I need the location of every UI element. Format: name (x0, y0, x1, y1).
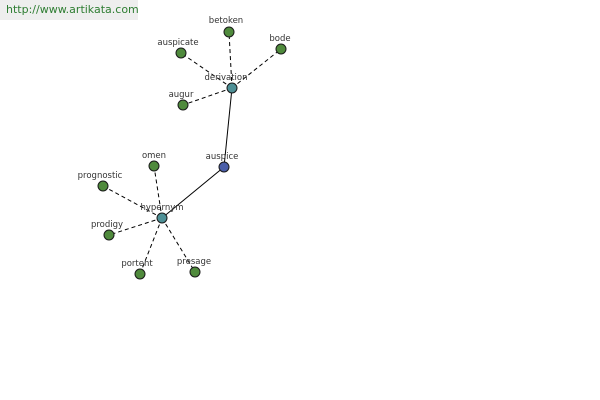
node-label-presage[interactable]: presage (177, 257, 211, 267)
node-label-betoken[interactable]: betoken (209, 16, 243, 26)
node-label-prodigy[interactable]: prodigy (91, 220, 123, 230)
node-marker-bode[interactable] (275, 43, 287, 55)
node-marker-auspicate[interactable] (175, 47, 187, 59)
edge-derivation-auspicate (180, 52, 233, 89)
edge-hypernym-omen (153, 165, 163, 219)
edge-derivation-betoken (228, 31, 233, 89)
node-marker-auspice[interactable] (218, 161, 230, 173)
node-marker-prognostic[interactable] (97, 180, 109, 192)
node-marker-prodigy[interactable] (103, 229, 115, 241)
node-marker-portent[interactable] (134, 268, 146, 280)
edge-hypernym-portent (139, 217, 163, 275)
node-label-bode[interactable]: bode (269, 34, 290, 44)
node-derivation[interactable]: derivation (204, 73, 248, 94)
node-prognostic[interactable]: prognostic (78, 171, 123, 192)
node-prodigy[interactable]: prodigy (91, 220, 123, 241)
node-omen[interactable]: omen (142, 151, 166, 172)
edge-derivation-augur (182, 87, 233, 106)
node-marker-augur[interactable] (177, 99, 189, 111)
edge-hypernym-prodigy (108, 217, 163, 236)
edge-auspice-derivation (223, 87, 233, 168)
node-betoken[interactable]: betoken (209, 16, 243, 38)
edge-derivation-bode (231, 48, 282, 89)
nodes-layer: auspice derivation hypernym betoken bode ausp… (78, 16, 291, 280)
node-bode[interactable]: bode (269, 34, 291, 55)
node-portent[interactable]: portent (121, 259, 153, 280)
node-augur[interactable]: augur (169, 90, 194, 111)
node-marker-omen[interactable] (148, 160, 160, 172)
node-label-derivation[interactable]: derivation (204, 73, 247, 83)
node-label-augur[interactable]: augur (169, 90, 194, 100)
edge-auspice-hypernym (161, 166, 225, 219)
watermark-url[interactable]: http://www.artikata.com (0, 0, 139, 20)
node-label-prognostic[interactable]: prognostic (78, 171, 123, 181)
node-marker-presage[interactable] (189, 266, 201, 278)
edge-hypernym-prognostic (102, 185, 163, 219)
node-label-omen[interactable]: omen (142, 151, 166, 161)
edge-hypernym-presage (161, 217, 196, 273)
node-auspicate[interactable]: auspicate (157, 38, 199, 59)
node-hypernym[interactable]: hypernym (140, 203, 184, 224)
node-marker-hypernym[interactable] (156, 212, 168, 224)
node-marker-betoken[interactable] (223, 26, 235, 38)
node-presage[interactable]: presage (177, 257, 211, 278)
node-auspice[interactable]: auspice (206, 152, 239, 173)
edges-layer (102, 31, 282, 275)
node-label-hypernym[interactable]: hypernym (140, 203, 183, 213)
node-label-portent[interactable]: portent (121, 259, 153, 269)
node-label-auspice[interactable]: auspice (206, 152, 239, 162)
node-label-auspicate[interactable]: auspicate (157, 38, 198, 48)
node-marker-derivation[interactable] (226, 82, 238, 94)
